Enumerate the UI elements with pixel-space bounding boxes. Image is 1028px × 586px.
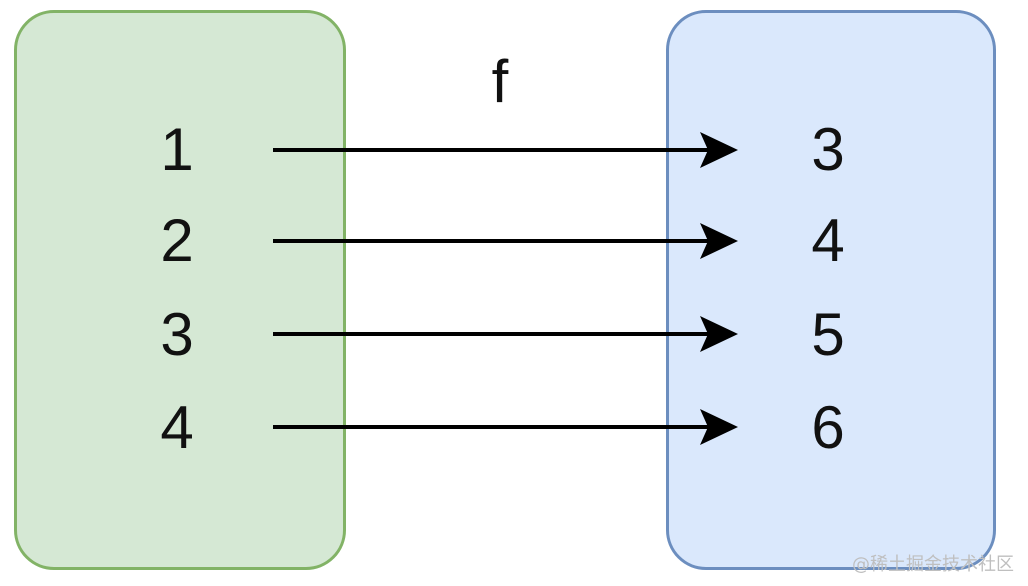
codomain-element: 3: [811, 116, 845, 183]
function-label: f: [491, 48, 509, 115]
domain-set-box: [14, 10, 346, 570]
domain-element: 2: [160, 207, 194, 274]
codomain-element: 4: [811, 207, 845, 274]
domain-element: 3: [160, 301, 194, 368]
codomain-element: 6: [811, 394, 845, 461]
codomain-element: 5: [811, 301, 845, 368]
codomain-set-box: [666, 10, 996, 570]
domain-element: 4: [160, 394, 194, 461]
watermark-text: @稀土掘金技术社区: [852, 554, 1014, 575]
domain-element: 1: [160, 116, 194, 183]
